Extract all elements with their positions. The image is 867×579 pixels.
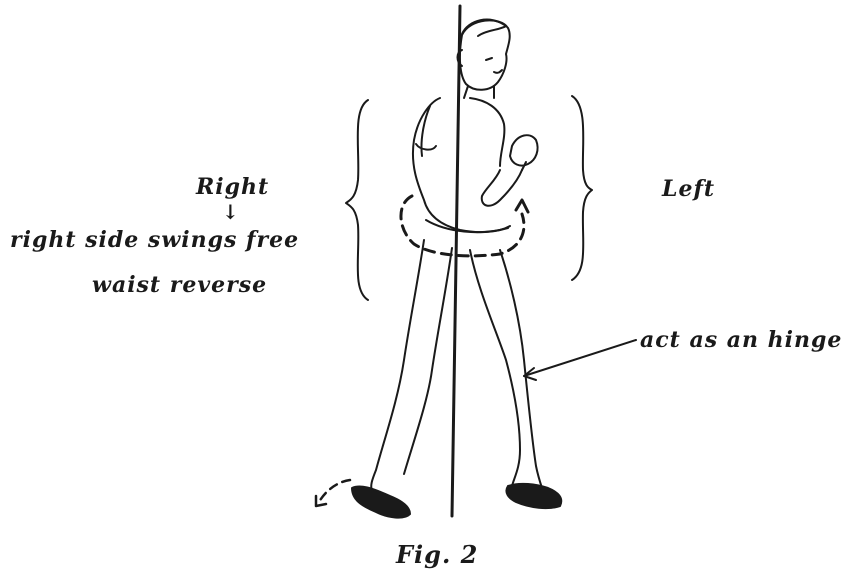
figure-caption: Fig. 2: [396, 540, 478, 569]
right-brace: [572, 96, 592, 280]
shirt: [413, 98, 510, 232]
hinge-arrow: [524, 340, 636, 376]
head: [460, 20, 510, 89]
front-shoe: [506, 484, 561, 508]
leg-back: [371, 240, 424, 490]
left-brace: [346, 100, 368, 300]
waist-rotation-arrow: [401, 196, 524, 256]
left-side-label: Left: [662, 176, 715, 202]
vertical-axis-line: [452, 6, 460, 516]
right-side-label: Right: [196, 174, 269, 200]
waist-description: waist reverse: [92, 272, 267, 298]
leg-front: [470, 250, 520, 486]
foot-swing-arrow: [318, 480, 350, 504]
raised-arm: [482, 170, 522, 206]
swing-description: right side swings free: [10, 227, 299, 253]
back-shoe: [352, 486, 410, 517]
down-arrow-icon: ↓: [222, 200, 240, 224]
hinge-label: act as an hinge: [640, 327, 842, 353]
fist: [510, 135, 538, 165]
